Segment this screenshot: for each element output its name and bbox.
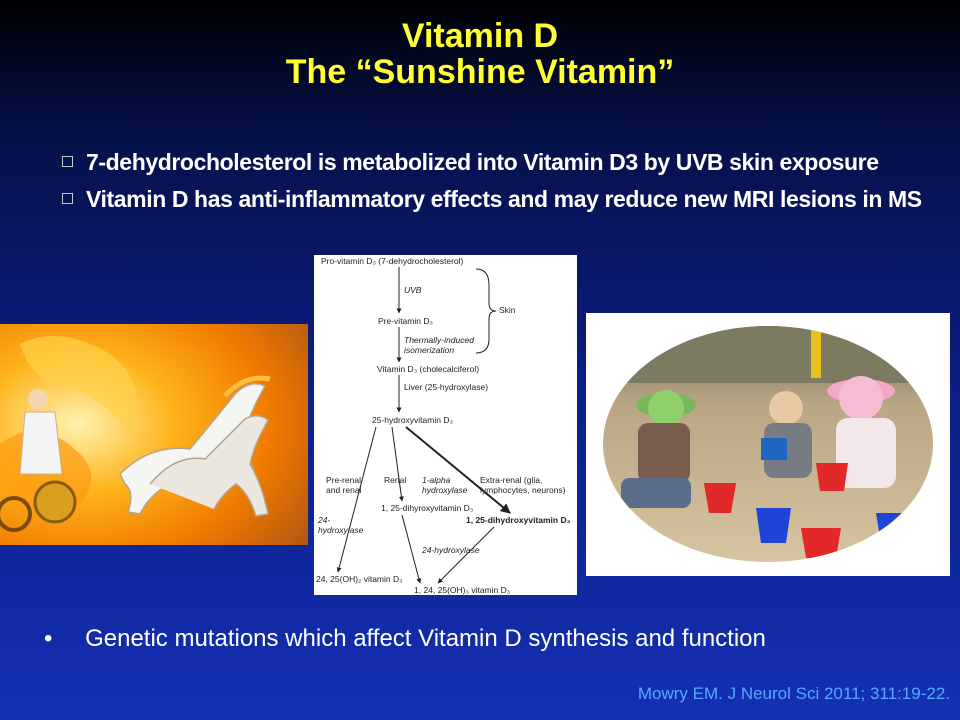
arrow-renal-24 [401, 514, 422, 584]
pathway-extra-1: Extra-renal (glia, [480, 475, 542, 485]
skin-brace [475, 268, 497, 354]
pathway-dihydroxy-renal: 1, 25-dihyroxyvitamin D₃ [381, 503, 473, 513]
bottom-bullet: • Genetic mutations which affect Vitamin… [44, 625, 766, 653]
pathway-uvb: UVB [404, 285, 422, 295]
pathway-provitamin: Pro-vitamin D₃ (7-dehydrocholesterol) [321, 256, 464, 266]
title-line-1: Vitamin D [401, 17, 559, 55]
pathway-24-hydroxylase-c: 24-hydroxylase [421, 545, 480, 555]
pathway-dihydroxy-extra: 1, 25-dihydroxyvitamin D₃ [466, 515, 571, 525]
bullet-text: 7-dehydrocholesterol is metabolized into… [86, 149, 879, 175]
pathway-24-hydroxylase-b: hydroxylase [318, 525, 364, 535]
bullet-text: Vitamin D has anti-inflammatory effects … [86, 186, 922, 212]
pathway-output-1: 24, 25(OH)₂ vitamin D₃ [316, 574, 403, 584]
arrow-renal [391, 426, 404, 502]
pathway-d3: Vitamin D₃ (cholecalciferol) [377, 364, 479, 374]
pathway-alpha-1: 1-alpha [422, 475, 451, 485]
bullet-marker: • [44, 625, 53, 652]
bottom-bullet-text: Genetic mutations which affect Vitamin D… [85, 625, 766, 652]
checkbox-bullet-icon [62, 156, 73, 167]
pathway-25-hydroxy: 25-hydroxyvitamin D₃ [372, 415, 453, 425]
sun-chariot-image [0, 324, 308, 545]
bullet-item: 7-dehydrocholesterol is metabolized into… [62, 148, 932, 177]
pathway-output-2: 1, 24, 25(OH)₃ vitamin D₃ [414, 585, 510, 595]
pathway-liver: Liver (25-hydroxylase) [404, 382, 488, 392]
children-sandbox-image [586, 313, 950, 576]
pathway-extra-2: lymphocytes, neurons) [480, 485, 566, 495]
arrow-prerenal [336, 426, 377, 573]
pathway-skin: Skin [499, 305, 516, 315]
citation: Mowry EM. J Neurol Sci 2011; 311:19-22. [637, 684, 950, 703]
pathway-thermal-2: isomerization [404, 345, 454, 355]
arrow-extrarenal [405, 426, 511, 514]
bullet-item: Vitamin D has anti-inflammatory effects … [62, 185, 932, 214]
pathway-24-hydroxylase-a: 24- [317, 515, 330, 525]
pathway-prerenal-1: Pre-renal [326, 475, 361, 485]
pathway-renal: Renal [384, 475, 406, 485]
pathway-previtamin: Pre-vitamin D₃ [378, 316, 433, 326]
pathway-thermal-1: Thermally-induced [404, 335, 474, 345]
arrow-extra-24 [437, 526, 495, 584]
pathway-alpha-2: hydroxylase [422, 485, 468, 495]
slide-title: Vitamin D The “Sunshine Vitamin” [0, 18, 960, 90]
title-line-2: The “Sunshine Vitamin” [285, 53, 675, 91]
vitamin-d-pathway-diagram: Pro-vitamin D₃ (7-dehydrocholesterol) UV… [314, 255, 577, 595]
bullet-list: 7-dehydrocholesterol is metabolized into… [62, 148, 932, 222]
checkbox-bullet-icon [62, 193, 73, 204]
pathway-prerenal-2: and renal [326, 485, 362, 495]
